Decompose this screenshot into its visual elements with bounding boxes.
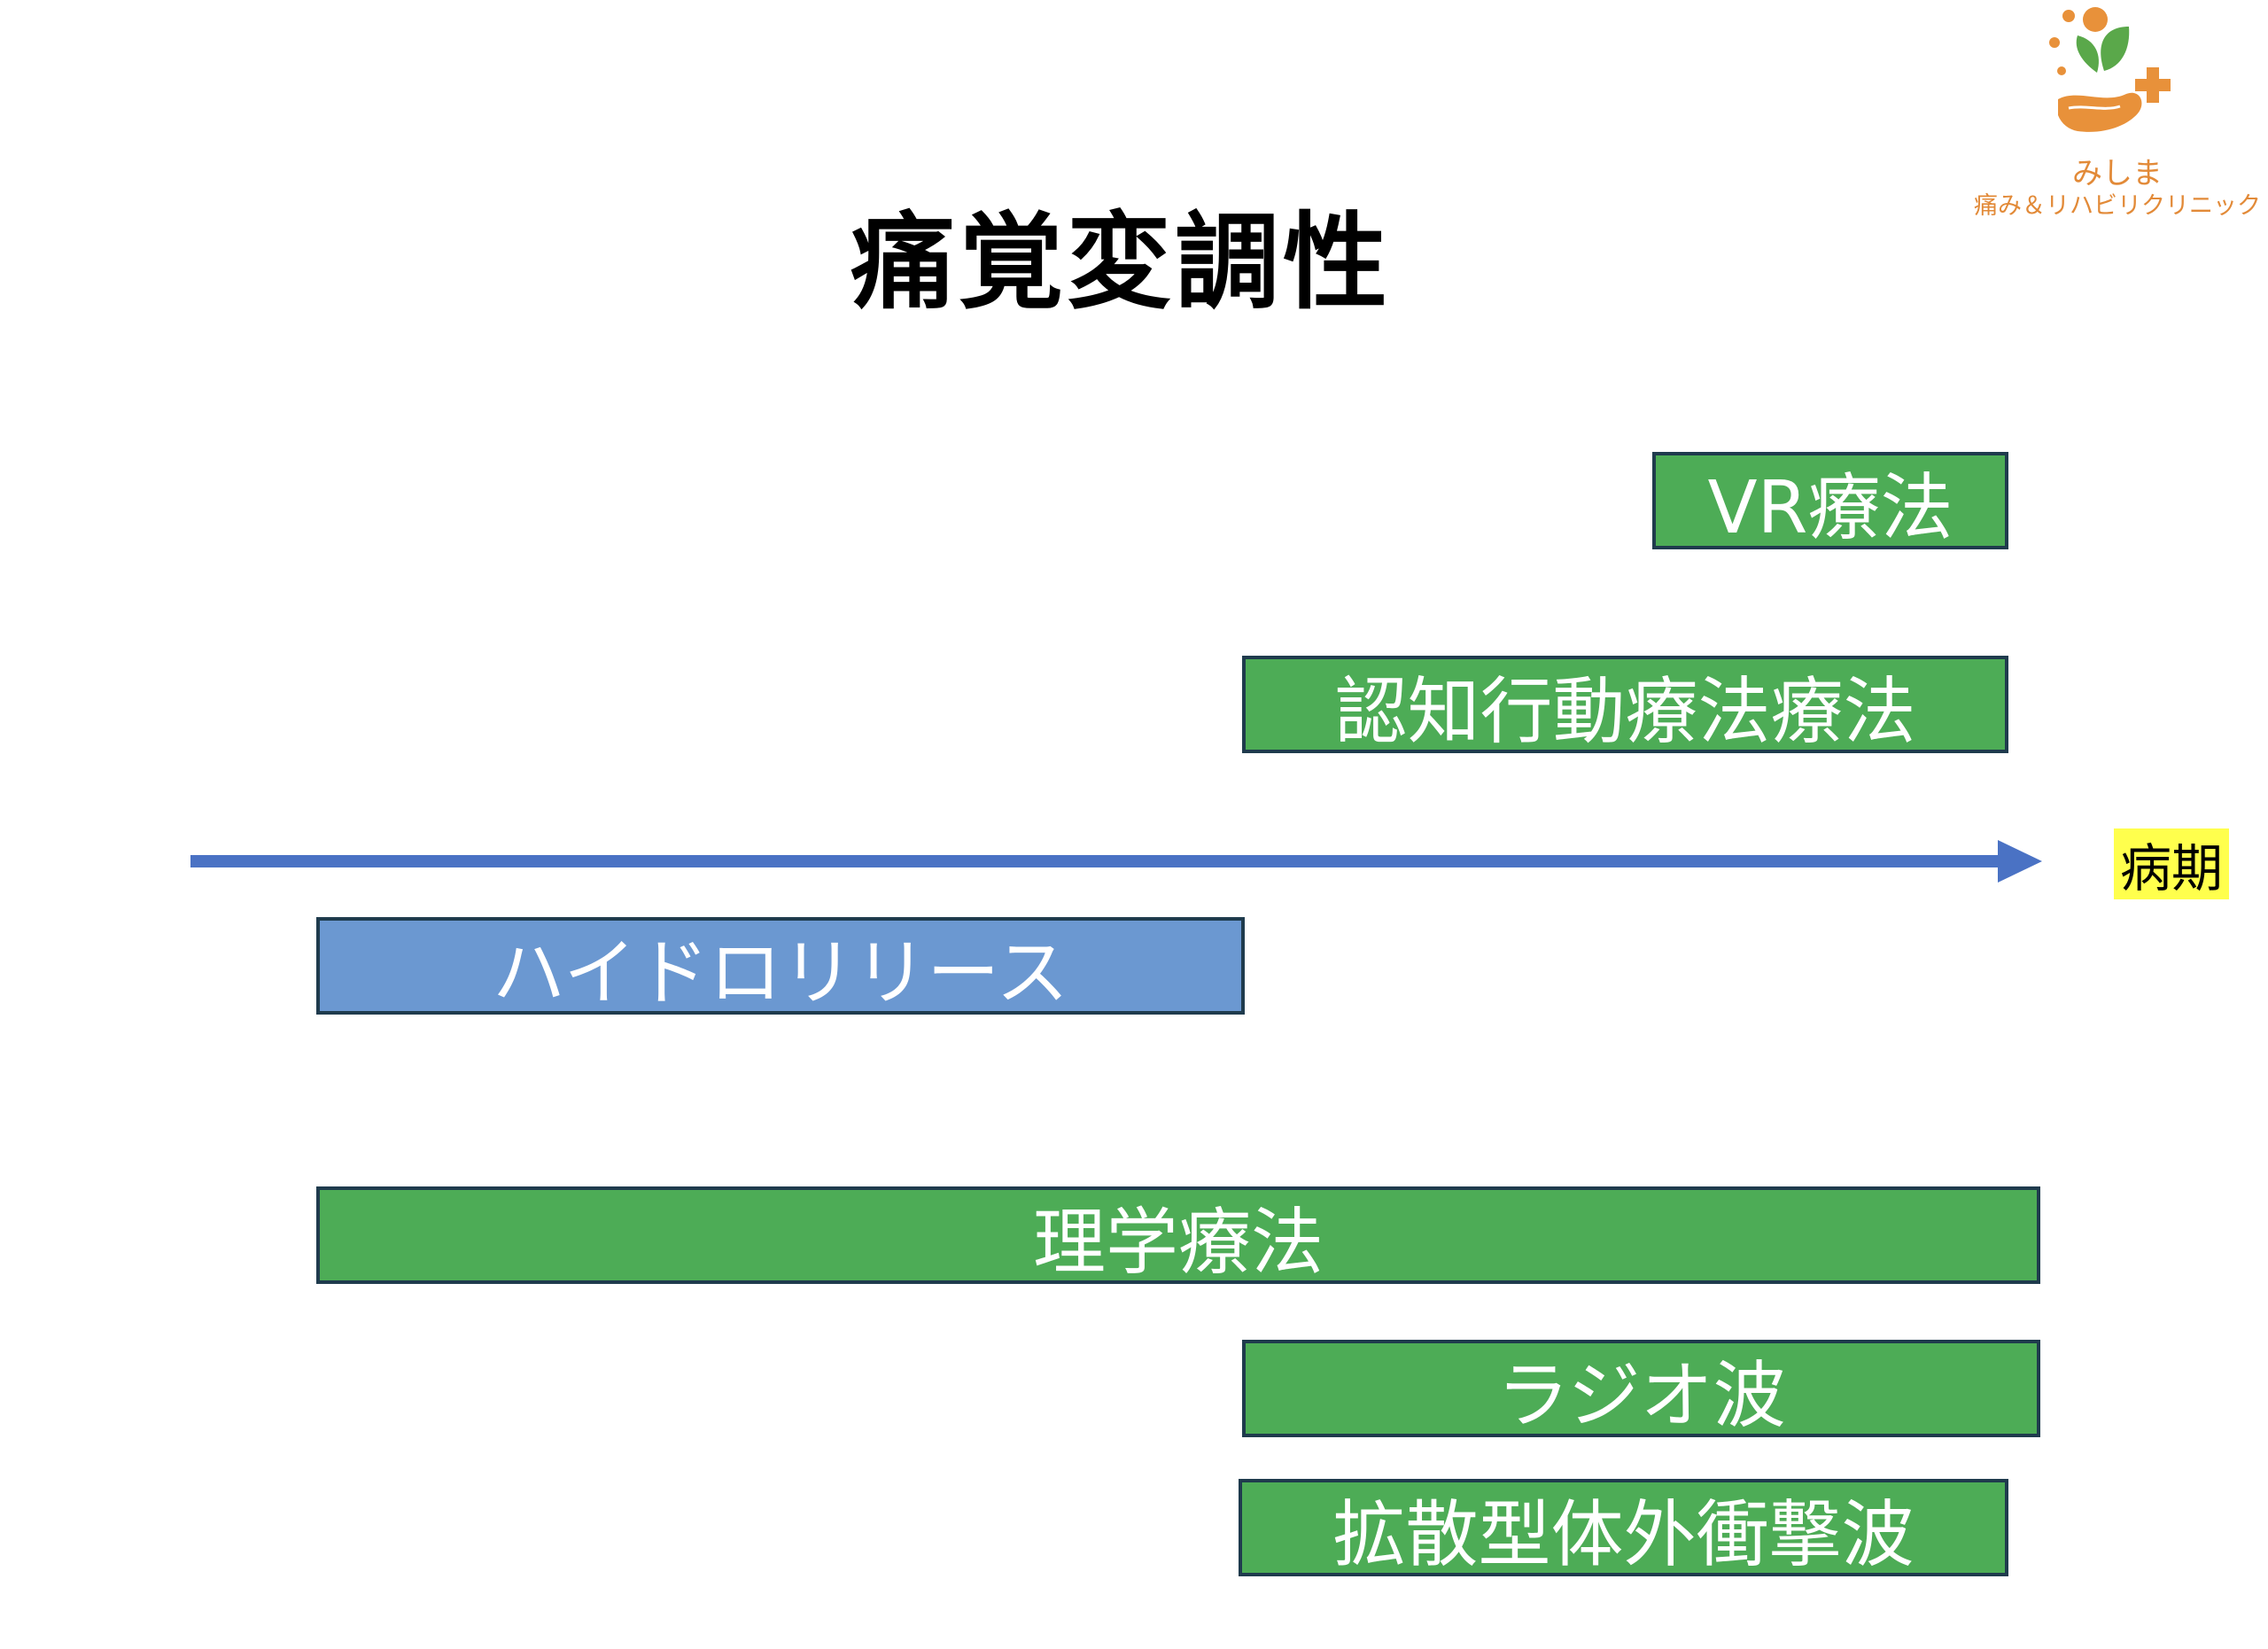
- clinic-name: みしま: [2072, 156, 2163, 191]
- disease-period-arrow: [190, 840, 2042, 883]
- bar-radiofrequency: ラジオ波: [1242, 1340, 2040, 1437]
- bar-cognitive-behavioral-therapy: 認知行動療法療法: [1242, 656, 2008, 753]
- bar-radial-shockwave: 拡散型体外衝撃波: [1239, 1479, 2008, 1576]
- page-title: 痛覚変調性: [850, 200, 1391, 323]
- hand-leaf-plus-icon: [2049, 7, 2171, 132]
- bar-hydrorelease: ハイドロリリース: [316, 917, 1245, 1015]
- clinic-subtitle: 痛み＆リハビリクリニック: [1974, 192, 2261, 220]
- axis-label-period: 病期: [2114, 828, 2229, 899]
- bar-vr-therapy: VR療法: [1652, 452, 2008, 549]
- clinic-logo: みしま 痛み＆リハビリクリニック: [1971, 0, 2264, 230]
- bar-physical-therapy: 理学療法: [316, 1186, 2040, 1284]
